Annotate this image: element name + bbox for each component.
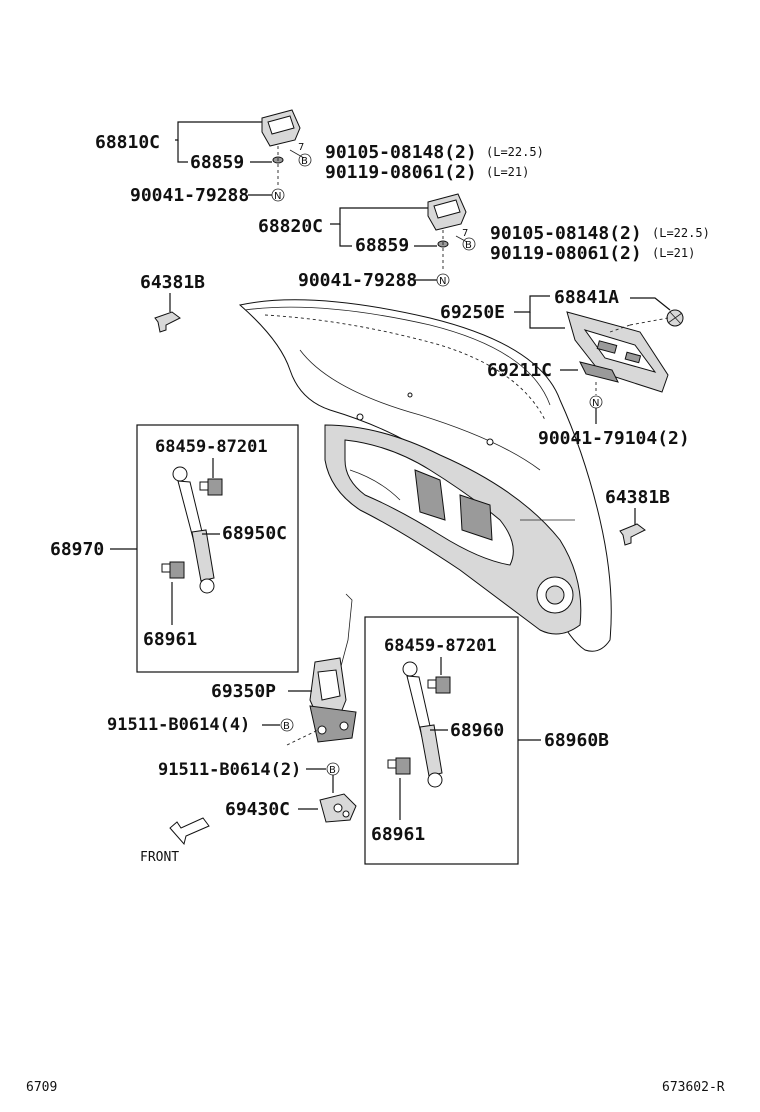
lock-cover-label: 68841A [554, 287, 619, 308]
stopper-right-label: 64381B [605, 487, 670, 508]
svg-text:B: B [329, 765, 336, 776]
hinge-lh-bolt1-len: (L=22.5) [486, 145, 544, 159]
damper-rh-lower-part [387, 757, 411, 775]
hinge-rh-b-icon [462, 237, 476, 251]
hinge-rh-bolt2-label: 90119-08061(2) [490, 243, 642, 264]
hinge-lh-nut-label: 90041-79288 [130, 185, 249, 206]
stopper-left-part [154, 311, 181, 333]
latch-group: 69350P 91511-B0614(4) B [107, 593, 357, 746]
hinge-lh-b-icon [298, 153, 312, 167]
lock-assy-group: 69250E 68841A 69211C N 90041-79104(2) [440, 287, 690, 449]
latch-bolt-label: 91511-B0614(4) [107, 715, 250, 735]
damper-lh-stud-label: 68459-87201 [155, 437, 268, 457]
damper-rh-assy-label: 68960B [544, 730, 609, 751]
lock-part-part [579, 361, 619, 383]
svg-text:N: N [439, 276, 446, 287]
hinge-rh-bolt1-len: (L=22.5) [652, 226, 710, 240]
lock-clip-label: 90041-79104(2) [538, 428, 690, 449]
hinge-lh-group: 68810C 68859 7 B 90105-08148(2) (L=22.5)… [95, 109, 544, 206]
stopper-right-part [619, 523, 646, 546]
svg-text:B: B [465, 240, 472, 251]
damper-rh-group: 68459-87201 68960 68960B 68961 [364, 616, 609, 865]
hinge-lh-part [261, 109, 301, 147]
hinge-lh-bolt1-label: 90105-08148(2) [325, 142, 477, 163]
hinge-rh-label: 68820C [258, 216, 323, 237]
hinge-lh-seven: 7 [298, 142, 304, 153]
damper-lh-group: 68970 68459-87201 68950C 68961 [50, 424, 299, 673]
damper-lh-lower-label: 68961 [143, 629, 197, 650]
front-indicator: FRONT [140, 817, 210, 865]
stopper-right-group: 64381B [605, 487, 670, 546]
hinge-rh-seven: 7 [462, 228, 468, 239]
front-label: FRONT [140, 850, 179, 865]
hinge-lh-n-icon [271, 188, 285, 202]
damper-lh-assy-label: 68970 [50, 539, 104, 560]
latch-bolt-b-icon [280, 718, 294, 732]
hinge-lh-bolt2-len: (L=21) [486, 165, 529, 179]
damper-rh-stud-part [427, 676, 451, 694]
drawing-code: 673602-R [662, 1080, 725, 1095]
striker-part [319, 793, 357, 823]
latch-part [309, 657, 357, 743]
lock-part-label: 69211C [487, 360, 552, 381]
latch-label: 69350P [211, 681, 276, 702]
striker-group: 91511-B0614(2) B 69430C [158, 760, 357, 823]
hinge-rh-bolt2-len: (L=21) [652, 246, 695, 260]
hinge-lh-pad-label: 68859 [190, 152, 244, 173]
damper-rh-stay-part [402, 661, 443, 788]
stopper-left-label: 64381B [140, 272, 205, 293]
svg-text:B: B [283, 721, 290, 732]
stopper-left-group: 64381B [140, 272, 205, 333]
lock-assy-label: 69250E [440, 302, 505, 323]
striker-label: 69430C [225, 799, 290, 820]
damper-lh-lower-part [161, 561, 185, 579]
hinge-lh-label: 68810C [95, 132, 160, 153]
svg-text:B: B [301, 156, 308, 167]
damper-lh-stay-label: 68950C [222, 523, 287, 544]
damper-rh-lower-label: 68961 [371, 824, 425, 845]
hinge-rh-part [427, 193, 467, 231]
hinge-rh-n-icon [436, 273, 450, 287]
damper-rh-stay-label: 68960 [450, 720, 504, 741]
figure-code: 6709 [26, 1080, 57, 1095]
svg-text:N: N [592, 398, 599, 409]
hinge-rh-pad-label: 68859 [355, 235, 409, 256]
hinge-rh-nut-label: 90041-79288 [298, 270, 417, 291]
striker-bolt-label: 91511-B0614(2) [158, 760, 301, 780]
damper-lh-stud-part [199, 478, 223, 496]
back-door-panel [238, 299, 612, 652]
hinge-rh-group: 68820C 68859 7 B 90105-08148(2) (L=22.5)… [258, 193, 710, 291]
lock-cover-part [566, 311, 669, 393]
hinge-lh-bolt2-label: 90119-08061(2) [325, 162, 477, 183]
hinge-rh-bolt1-label: 90105-08148(2) [490, 223, 642, 244]
damper-lh-stay-part [172, 466, 215, 594]
front-arrow-icon [169, 817, 210, 846]
svg-text:N: N [274, 191, 281, 202]
damper-rh-stud-label: 68459-87201 [384, 636, 497, 656]
lock-clip-top-part [666, 309, 684, 327]
